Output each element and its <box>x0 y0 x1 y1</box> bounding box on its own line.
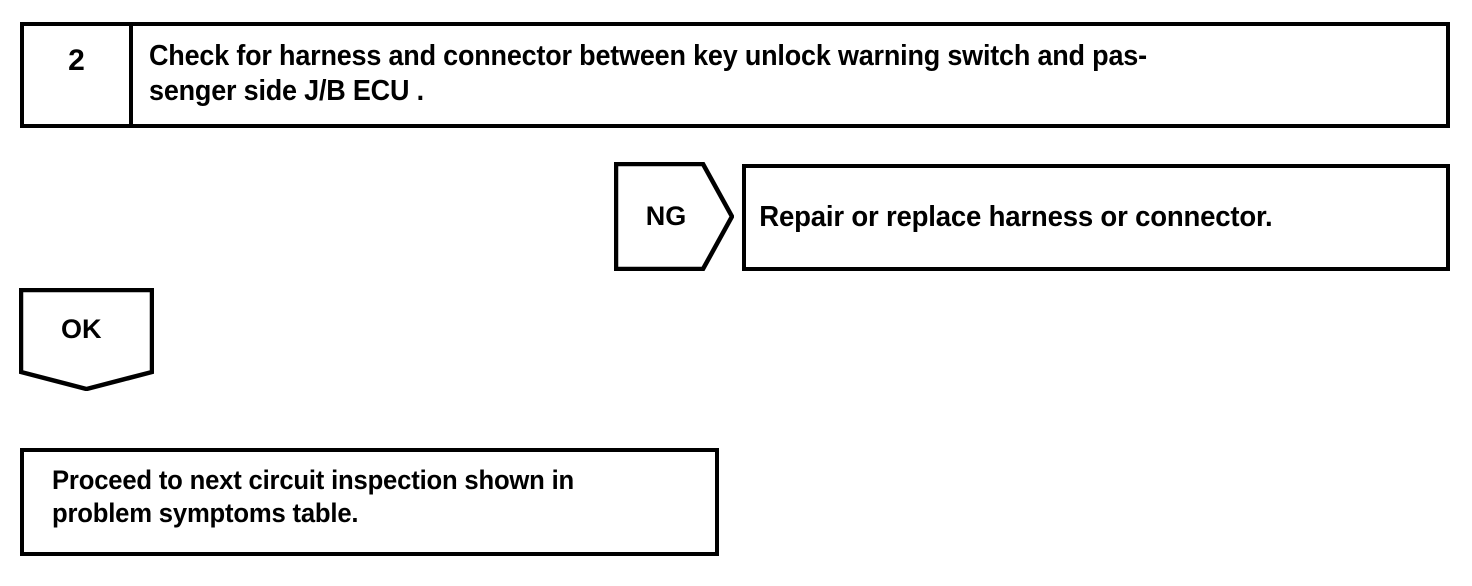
pentagon-right-icon <box>614 162 734 271</box>
pentagon-down-icon <box>19 288 154 391</box>
step-row: 2 Check for harness and connector betwee… <box>20 22 1450 128</box>
step-number-cell: 2 <box>24 26 133 124</box>
ng-branch-marker: NG <box>614 162 734 271</box>
ng-result-text: Repair or replace harness or connector. <box>759 200 1273 233</box>
ok-branch-marker: OK <box>19 288 154 391</box>
ng-result-box: Repair or replace harness or connector. <box>742 164 1450 271</box>
ng-branch-label: NG <box>645 201 687 231</box>
ok-result-text: Proceed to next circuit inspection shown… <box>52 465 575 528</box>
ok-result-box: Proceed to next circuit inspection shown… <box>20 448 719 556</box>
step-description-cell: Check for harness and connector between … <box>137 26 1446 124</box>
step-description-text: Check for harness and connector between … <box>149 40 1147 108</box>
step-number: 2 <box>68 44 85 77</box>
ok-branch-label: OK <box>61 314 102 344</box>
